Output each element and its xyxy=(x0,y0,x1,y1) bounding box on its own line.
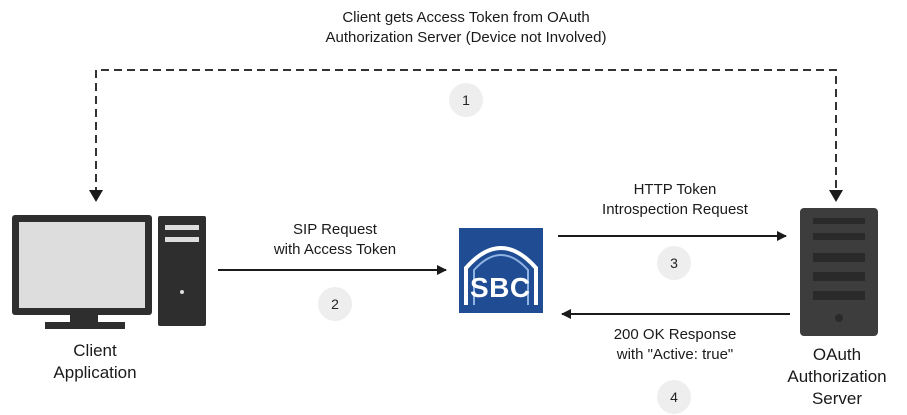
step-3-label-line-1: HTTP Token xyxy=(633,181,717,198)
step-3-label-line-2: Introspection Request xyxy=(602,201,748,218)
step-2-label: SIP Request with Access Token xyxy=(240,220,430,260)
client-label-line-1: Client xyxy=(73,341,117,360)
step-4-label-line-2: with "Active: true" xyxy=(616,346,734,363)
client-label: Client Application xyxy=(35,340,155,384)
sbc-logo-text: SBC xyxy=(470,272,531,303)
dashed-token-path xyxy=(95,69,837,195)
server-label: OAuth Authorization Server xyxy=(772,344,902,410)
top-label: Client gets Access Token from OAuth Auth… xyxy=(250,8,682,48)
server-label-line-3: Server xyxy=(811,389,863,408)
sbc-logo xyxy=(459,228,543,313)
step-1-badge: 1 xyxy=(449,83,483,117)
step-3-label: HTTP Token Introspection Request xyxy=(585,180,765,220)
top-label-line-1: Client gets Access Token from OAuth xyxy=(342,9,590,26)
client-computer-icon xyxy=(12,215,206,329)
oauth-server-icon xyxy=(800,208,878,336)
step-4-label: 200 OK Response with "Active: true" xyxy=(585,325,765,365)
step-2-label-line-2: with Access Token xyxy=(273,241,397,258)
step-4-label-line-1: 200 OK Response xyxy=(613,326,737,343)
client-label-line-2: Application xyxy=(53,363,137,382)
server-label-line-2: Authorization xyxy=(787,367,887,386)
dashed-arrowhead-left xyxy=(89,190,103,202)
top-label-line-2: Authorization Server (Device not Involve… xyxy=(325,29,607,46)
step-2-label-line-1: SIP Request xyxy=(293,221,377,238)
dashed-arrowhead-right xyxy=(829,190,843,202)
step-3-badge: 3 xyxy=(657,246,691,280)
step-2-badge: 2 xyxy=(318,287,352,321)
server-label-line-1: OAuth xyxy=(812,345,862,364)
step-4-badge: 4 xyxy=(657,380,691,414)
